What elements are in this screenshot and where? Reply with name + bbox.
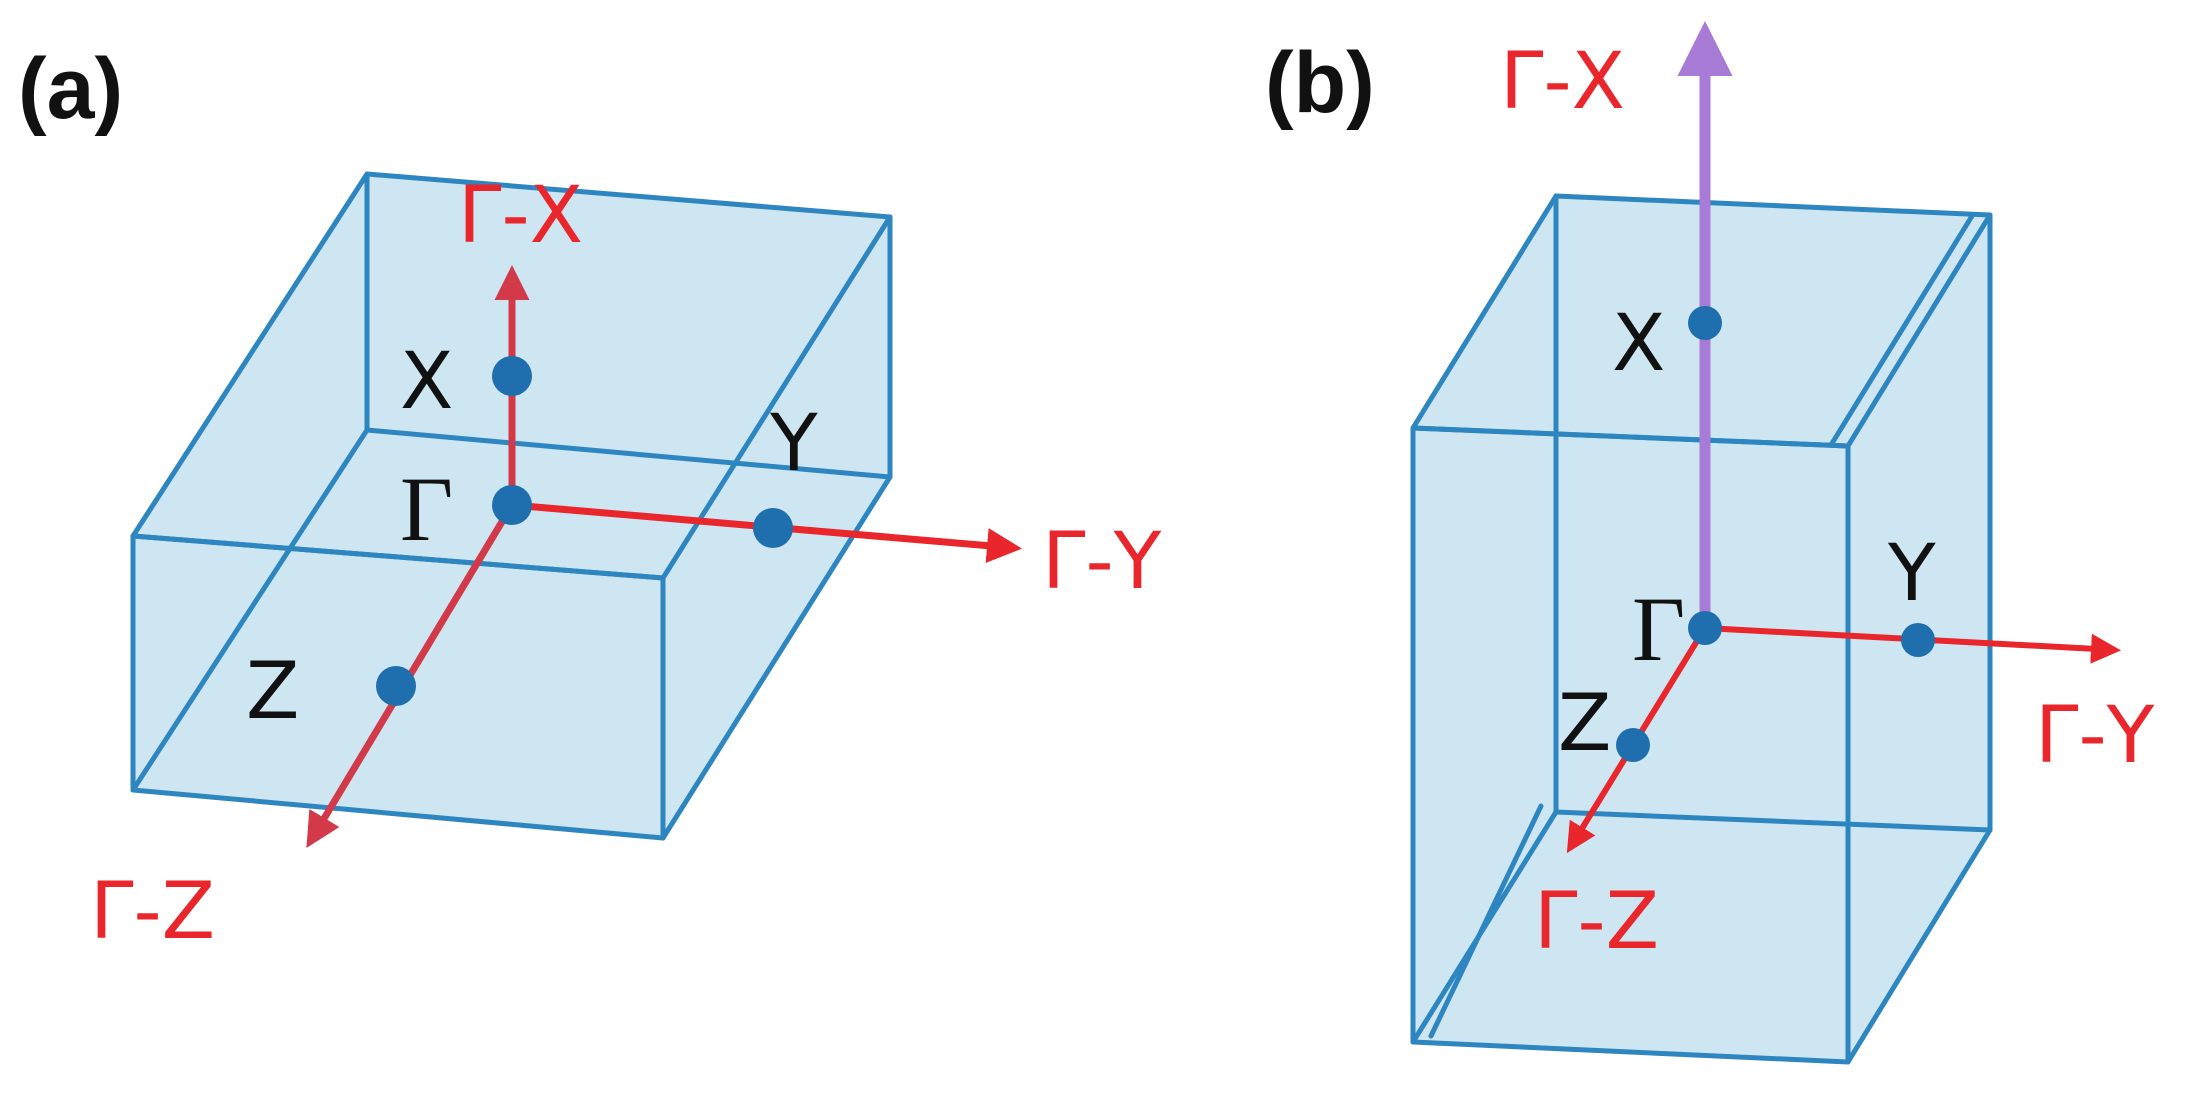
- panel-b-label: (b): [1265, 35, 1375, 131]
- panel-b-point-y: [1901, 623, 1935, 657]
- panel-b: (b) X Γ Y Z: [1265, 21, 2155, 1065]
- panel-a-point-gamma: [492, 485, 532, 525]
- panel-a-gamma-label: Γ: [400, 458, 453, 560]
- panel-b-point-gamma: [1688, 611, 1722, 645]
- panel-a-back-edge-left: [130, 427, 370, 793]
- panel-b-gamma-y-label: Γ-Y: [2035, 691, 2155, 781]
- panel-a-gamma-z-label: Γ-Z: [90, 867, 215, 957]
- panel-a-label: (a): [18, 41, 123, 137]
- panel-b-bottom-double-edge: [1428, 803, 1544, 1039]
- panel-b-gamma-z-label: Γ-Z: [1534, 877, 1659, 967]
- panel-a-x-label: X: [400, 337, 453, 427]
- panel-b-gamma-label: Γ: [1632, 578, 1685, 680]
- panel-b-x-label: X: [1612, 299, 1665, 389]
- panel-a-point-y: [753, 508, 793, 548]
- panel-b-point-x: [1688, 306, 1722, 340]
- panel-b-z-label: Z: [1558, 679, 1611, 769]
- panel-a: (a) X Γ Y Z Γ-X Γ-Y: [18, 41, 1162, 957]
- panel-b-gamma-x-label: Γ-X: [1500, 37, 1625, 127]
- panel-a-y-label: Y: [769, 399, 818, 489]
- panel-a-point-x: [492, 356, 532, 396]
- panel-a-point-z: [376, 666, 416, 706]
- panel-b-y-label: Y: [1887, 529, 1936, 619]
- panel-a-gamma-x-label: Γ-X: [458, 171, 583, 261]
- panel-a-z-label: Z: [246, 647, 299, 737]
- panel-b-point-z: [1616, 728, 1650, 762]
- panel-b-right-bottom-edge: [1845, 827, 1993, 1065]
- panel-a-gamma-y-label: Γ-Y: [1042, 517, 1162, 607]
- panel-b-top-double-edge: [1828, 213, 1975, 448]
